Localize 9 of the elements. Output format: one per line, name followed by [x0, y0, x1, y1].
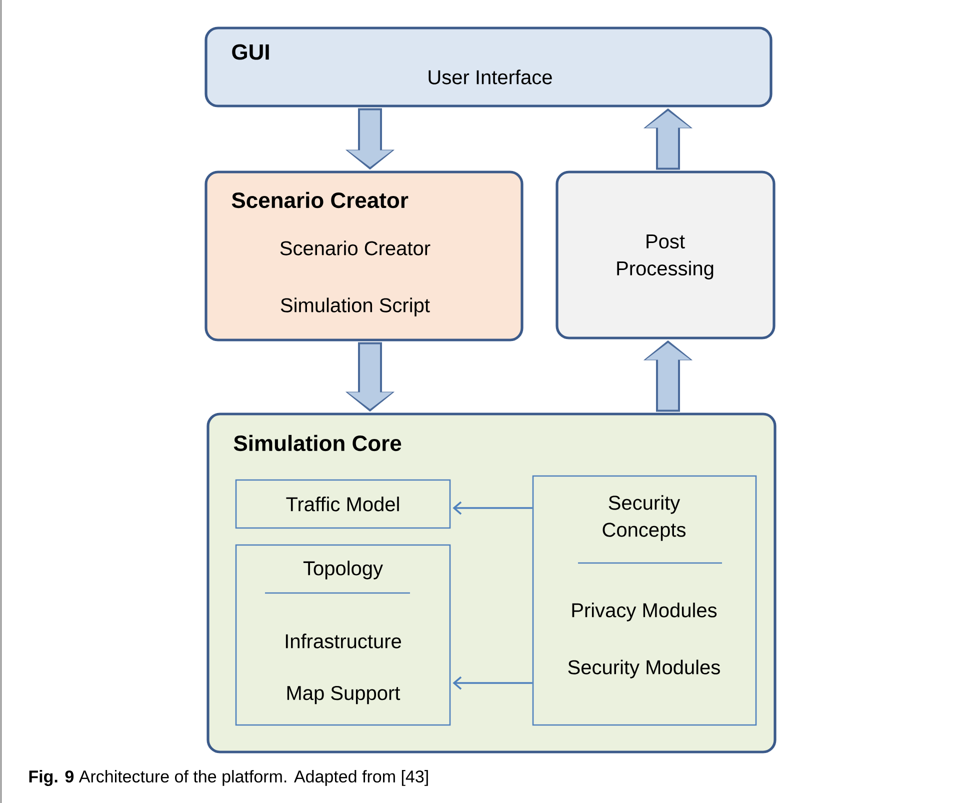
component-box: Traffic Model [235, 479, 451, 529]
module-box: Scenario Creator Scenario Creator Simulation Script [204, 170, 524, 342]
arrow [452, 676, 532, 690]
interface-box: GUI User Interface [204, 26, 772, 108]
arrow [452, 501, 532, 515]
component-box: Security Concepts Privacy Modules Security Modules [532, 475, 757, 726]
component-box: Topology Infrastructure Map Support [235, 544, 451, 726]
module-box: Post Processing [556, 170, 776, 340]
figure-caption: Fig. 9 Architecture of the platform. Adapted from [43] [29, 770, 428, 786]
